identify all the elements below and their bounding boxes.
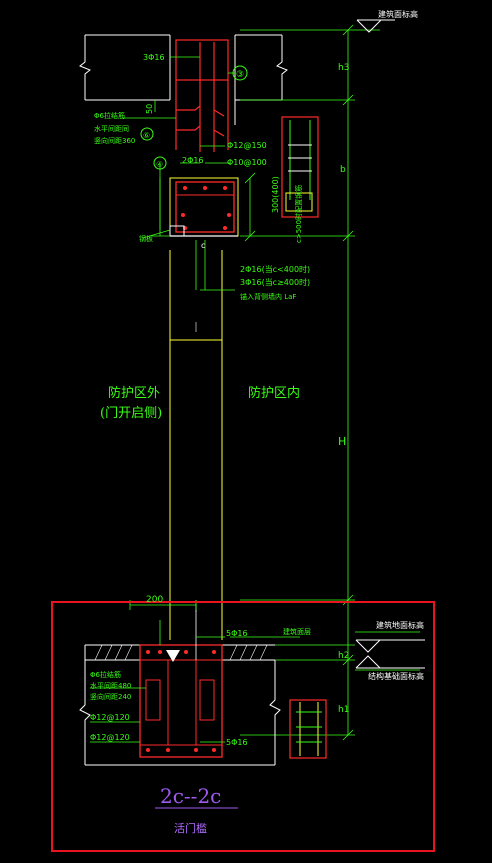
elevation-marker-top [356,19,395,33]
label-phi6: Φ6拉结筋 [94,111,125,120]
dim-b: b [340,165,346,175]
label-2phi16: 2Φ16 [182,156,204,165]
hook-detail [281,116,319,218]
threshold-rebar [139,605,223,758]
label-vert-spacing: 竖向间距360 [94,136,135,145]
dim-200: 200 [146,595,163,605]
highlight-box [51,601,435,852]
bottom-leaders [90,600,420,743]
dim-h3: h3 [338,63,349,73]
wall-outline [169,250,223,640]
label-struct-floor: 结构基础面标高 [368,671,424,681]
callout-3: ③ [236,70,244,80]
label-c500: c>500时配置钢筋 [294,185,303,243]
door-beam [169,177,239,237]
bottom-slab [79,644,281,766]
anchor-detail [289,699,327,759]
zone-inside: 防护区内 [248,385,300,401]
top-slab [79,34,288,125]
label-phi6-b: Φ6拉结筋 [90,670,121,679]
dim-300-400: 300(400) [271,176,280,213]
label-c: c [201,241,205,250]
dim-50: 50 [145,104,154,114]
label-5phi16-bot: 5Φ16 [226,738,248,747]
label-2phi16-c400: 2Φ16(当c<400时) [240,264,310,274]
label-3phi16-c400: 3Φ16(当c≥400时) [240,277,310,287]
label-bld-layer: 建筑面层 [283,627,311,636]
label-3phi16-top: 3Φ16 [143,53,165,62]
label-horiz-spacing: 水平间距同 [94,124,129,133]
section-title: 2c--2c [160,784,221,808]
label-phi12-150: Φ12@150 [227,141,267,150]
zone-outside-2: (门开启侧) [100,406,162,421]
label-bld-floor: 建筑地面标高 [376,620,424,630]
dim-h1: h1 [338,705,349,715]
elevation-markers-bottom [355,639,425,669]
top-elev-label: 建筑面标高 [378,9,418,19]
dim-h2: h2 [338,651,349,661]
label-gangban: 钢板 [139,234,153,243]
label-phi12-120-a: Φ12@120 [90,713,130,722]
upper-lintel-rebar [175,39,229,152]
section-subtitle: 活门槛 [174,821,207,835]
callout-6: ⑥ [143,131,150,140]
label-5phi16-top: 5Φ16 [226,629,248,638]
label-horiz-480: 水平间距480 [90,681,131,690]
label-vert-240: 竖向间距240 [90,692,131,701]
leader-lines [122,56,235,239]
label-phi10-100: Φ10@100 [227,158,267,167]
label-anchor: 锚入背侧墙内 LaF [240,292,296,301]
zone-outside-1: 防护区外 [108,385,160,401]
callout-circles [140,65,248,170]
dim-H: H [338,435,346,448]
label-phi12-120-b: Φ12@120 [90,733,130,742]
floor-hatch [94,644,268,661]
callout-4: ④ [156,160,163,169]
right-dim-chain [240,24,380,741]
